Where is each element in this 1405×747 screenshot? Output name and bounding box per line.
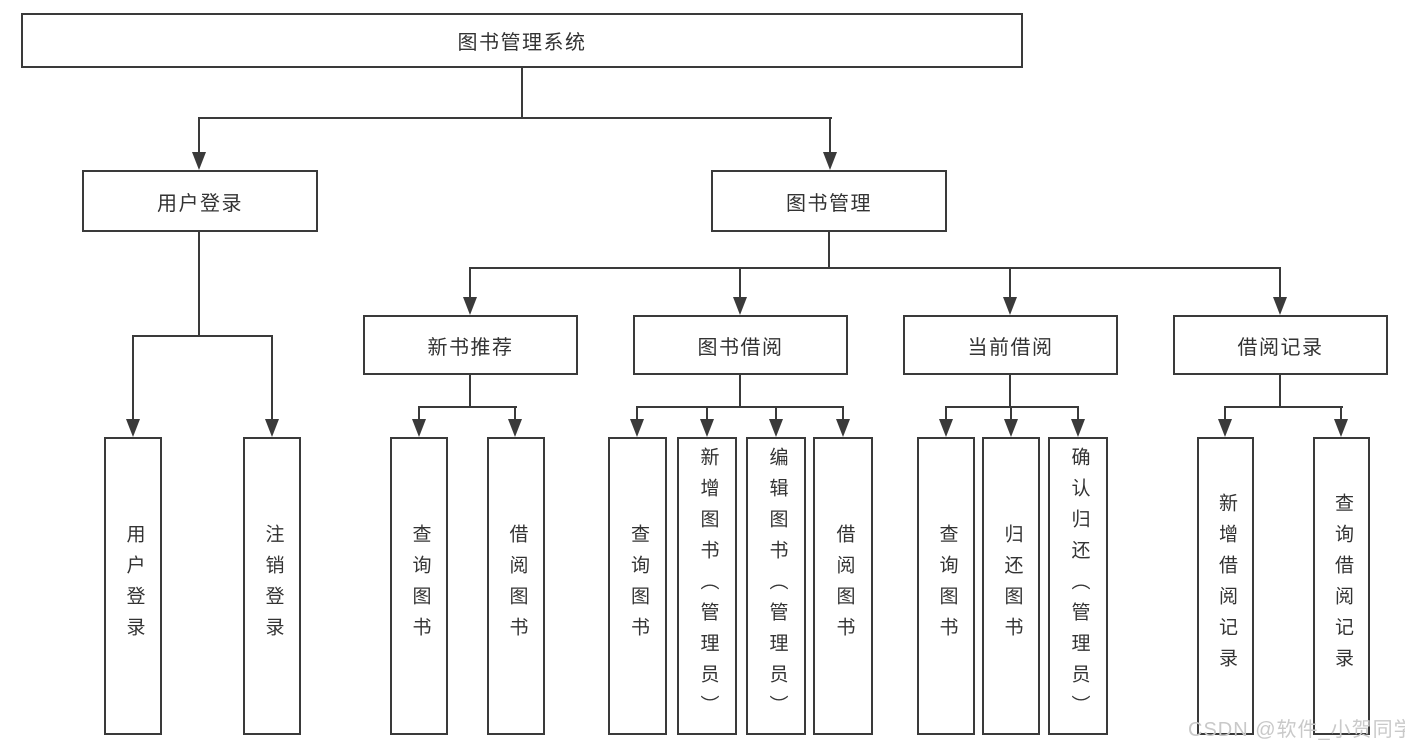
connector-line [739, 267, 741, 299]
arrowhead-down-icon [1003, 297, 1017, 315]
connector-line [775, 406, 777, 421]
arrowhead-down-icon [463, 297, 477, 315]
connector-line [418, 406, 420, 421]
connector-line [271, 335, 273, 421]
leaf-logout: 注销登录 [243, 437, 301, 735]
watermark: CSDN @软件_小贺同学 [1188, 719, 1405, 741]
connector-line [739, 375, 741, 408]
connector-line [842, 406, 844, 421]
connector-line [1010, 406, 1012, 421]
connector-line [1077, 406, 1079, 421]
connector-line [1279, 267, 1281, 299]
arrowhead-down-icon [126, 419, 140, 437]
connector-line [1009, 267, 1011, 299]
connector-line [198, 232, 200, 337]
connector-line [1224, 406, 1343, 408]
connector-line [132, 335, 134, 421]
node-label: 当前借阅 [967, 336, 1054, 359]
node-book-management: 图书管理 [711, 170, 947, 232]
connector-line [1224, 406, 1226, 421]
node-label: 借阅图书 [506, 524, 528, 648]
arrowhead-down-icon [769, 419, 783, 437]
node-label: 归还图书 [1001, 524, 1023, 648]
arrowhead-down-icon [836, 419, 850, 437]
connector-line [636, 406, 844, 408]
connector-line [469, 267, 471, 299]
connector-line [1009, 375, 1011, 408]
connector-line [1340, 406, 1342, 421]
leaf-borrow-books: 借阅图书 [813, 437, 873, 735]
node-label: 借阅图书 [833, 524, 855, 648]
node-label: 借阅记录 [1237, 336, 1324, 359]
node-label: 新增借阅记录 [1215, 493, 1237, 679]
connector-line [198, 117, 200, 154]
connector-line [469, 267, 1281, 269]
arrowhead-down-icon [1334, 419, 1348, 437]
arrowhead-down-icon [265, 419, 279, 437]
connector-line [829, 117, 831, 154]
connector-line [828, 232, 830, 269]
node-label: 用户登录 [157, 192, 243, 215]
arrowhead-down-icon [700, 419, 714, 437]
connector-line [945, 406, 1079, 408]
leaf-return-book: 归还图书 [982, 437, 1040, 735]
arrowhead-down-icon [1273, 297, 1287, 315]
arrowhead-down-icon [939, 419, 953, 437]
connector-line [514, 406, 516, 421]
arrowhead-down-icon [1218, 419, 1232, 437]
leaf-query-books-borrowing: 查询图书 [608, 437, 667, 735]
connector-line [469, 375, 471, 408]
leaf-edit-book-admin: 编辑图书（管理员） [746, 437, 806, 735]
leaf-add-book-admin: 新增图书（管理员） [677, 437, 737, 735]
node-label: 查询图书 [936, 524, 958, 648]
node-label: 查询借阅记录 [1331, 493, 1353, 679]
leaf-query-books-current: 查询图书 [917, 437, 975, 735]
node-label: 查询图书 [409, 524, 431, 648]
node-label: 新书推荐 [427, 336, 514, 359]
node-user-login: 用户登录 [82, 170, 318, 232]
leaf-borrow-books-recommend: 借阅图书 [487, 437, 545, 735]
node-label: 图书管理 [786, 192, 872, 215]
node-label: 图书管理系统 [457, 32, 587, 54]
arrowhead-down-icon [508, 419, 522, 437]
arrowhead-down-icon [1004, 419, 1018, 437]
node-root-system: 图书管理系统 [21, 13, 1023, 68]
node-borrowing-records: 借阅记录 [1173, 315, 1388, 375]
connector-line [418, 406, 517, 408]
leaf-query-books-recommend: 查询图书 [390, 437, 448, 735]
node-new-book-recommendation: 新书推荐 [363, 315, 578, 375]
node-label: 确认归还（管理员） [1068, 446, 1090, 726]
arrowhead-down-icon [1071, 419, 1085, 437]
arrowhead-down-icon [630, 419, 644, 437]
arrowhead-down-icon [823, 152, 837, 170]
connector-line [636, 406, 638, 421]
connector-line [945, 406, 947, 421]
node-label: 图书借阅 [697, 336, 784, 359]
node-label: 新增图书（管理员） [697, 446, 719, 726]
leaf-query-borrow-record: 查询借阅记录 [1313, 437, 1370, 735]
node-label: 用户登录 [123, 524, 145, 648]
connector-line [1279, 375, 1281, 408]
arrowhead-down-icon [192, 152, 206, 170]
node-current-borrowing: 当前借阅 [903, 315, 1118, 375]
arrowhead-down-icon [733, 297, 747, 315]
node-label: 编辑图书（管理员） [766, 446, 788, 726]
connector-line [521, 68, 523, 119]
leaf-confirm-return-admin: 确认归还（管理员） [1048, 437, 1108, 735]
node-label: 查询图书 [627, 524, 649, 648]
node-book-borrowing: 图书借阅 [633, 315, 848, 375]
leaf-user-login: 用户登录 [104, 437, 162, 735]
leaf-add-borrow-record: 新增借阅记录 [1197, 437, 1254, 735]
connector-line [198, 117, 832, 119]
connector-line [706, 406, 708, 421]
connector-line [132, 335, 273, 337]
arrowhead-down-icon [412, 419, 426, 437]
node-label: 注销登录 [262, 524, 284, 648]
